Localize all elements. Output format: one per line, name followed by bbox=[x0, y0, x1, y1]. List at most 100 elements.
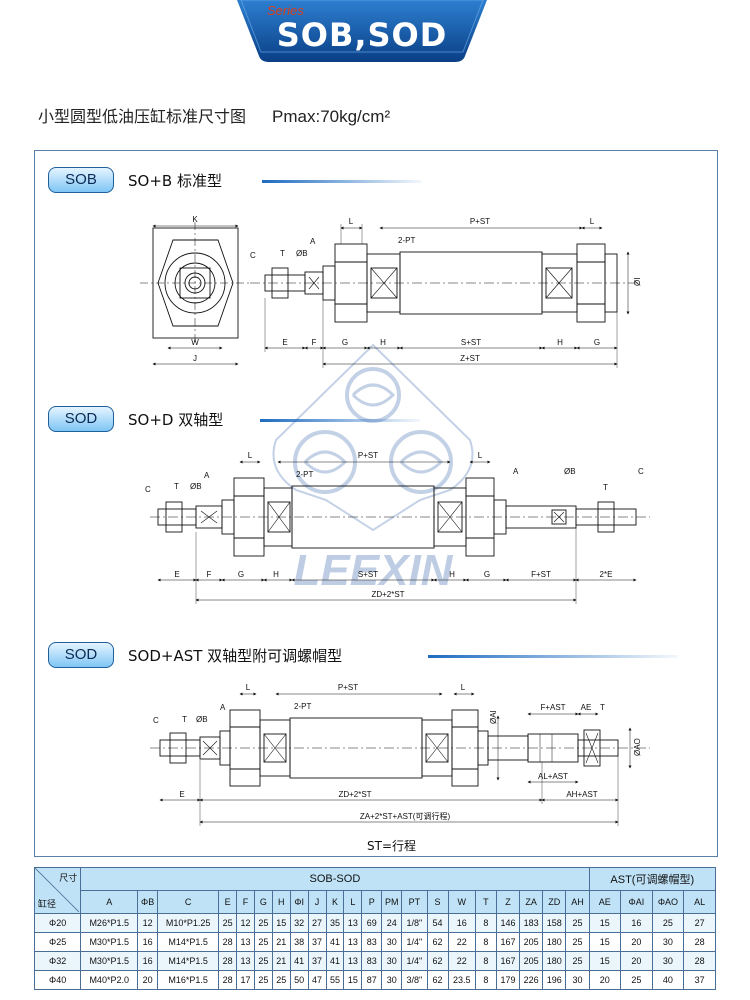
dim-sod-e: E bbox=[174, 570, 179, 579]
table-cell: 38 bbox=[289, 932, 309, 952]
table-cell: 35 bbox=[325, 913, 345, 933]
col-header: AH bbox=[565, 890, 590, 914]
dim-ast-za: ZA+2*ST+AST(可调行程) bbox=[360, 811, 451, 821]
table-cell: 16 bbox=[137, 951, 159, 971]
col-header: PT bbox=[401, 890, 428, 914]
subtitle-text: 小型圆型低油压缸标准尺寸图 bbox=[38, 107, 247, 126]
table-cell: 22 bbox=[447, 932, 476, 952]
table-cell: 15 bbox=[588, 951, 622, 971]
table-cell: 17 bbox=[236, 970, 255, 990]
table-cell: 20 bbox=[588, 970, 622, 990]
table-cell: 22 bbox=[447, 951, 476, 971]
table-cell: 41 bbox=[325, 932, 345, 952]
table-cell: 25 bbox=[253, 913, 273, 933]
col-header: J bbox=[307, 890, 327, 914]
col-header: ZA bbox=[519, 890, 544, 914]
table-cell: 12 bbox=[236, 913, 255, 933]
stroke-note: ST=行程 bbox=[367, 839, 417, 853]
group-main: SOB-SOD bbox=[80, 867, 590, 891]
dim-sob-pt: 2-PT bbox=[398, 236, 415, 245]
table-cell: 25 bbox=[218, 913, 238, 933]
table-cell: 180 bbox=[542, 932, 567, 952]
col-header: ΦI bbox=[289, 890, 309, 914]
table-cell: 32 bbox=[289, 913, 309, 933]
table-cell: 25 bbox=[651, 913, 685, 933]
section-line-ast bbox=[428, 655, 678, 658]
corner-bottom: 缸径 bbox=[38, 899, 57, 909]
table-cell: 13 bbox=[343, 932, 363, 952]
section-badge-sod: SOD bbox=[48, 406, 114, 432]
table-cell: 41 bbox=[325, 951, 345, 971]
table-cell: 13 bbox=[236, 932, 255, 952]
table-cell: 13 bbox=[343, 951, 363, 971]
dim-sob-pst: P+ST bbox=[470, 217, 490, 226]
table-cell: 37 bbox=[307, 951, 327, 971]
dim-sod-g: G bbox=[238, 570, 244, 579]
dim-sob-f: F bbox=[312, 338, 317, 347]
table-cell: 15 bbox=[588, 932, 622, 952]
table-cell: 28 bbox=[218, 932, 238, 952]
table-cell: 25 bbox=[565, 932, 590, 952]
dim-ast-e: E bbox=[179, 790, 184, 799]
table-cell: 8 bbox=[474, 951, 497, 971]
table-cell: 28 bbox=[218, 970, 238, 990]
table-cell: 196 bbox=[542, 970, 567, 990]
series-title: SOB,SOD bbox=[276, 16, 448, 54]
dim-ast-a: A bbox=[220, 703, 226, 712]
col-header: ΦAO bbox=[651, 890, 685, 914]
dim-sod-g2: G bbox=[484, 570, 490, 579]
table-cell: 13 bbox=[343, 913, 363, 933]
col-header: T bbox=[474, 890, 497, 914]
col-header: AE bbox=[588, 890, 622, 914]
dim-sod-sst: S+ST bbox=[358, 570, 378, 579]
corner-diagonal bbox=[35, 868, 79, 912]
table-cell: 226 bbox=[519, 970, 544, 990]
spec-table: 尺寸 缸径 SOB-SOD AST(可调螺帽型) A ΦB C E F G H … bbox=[33, 867, 717, 990]
dim-sob-l2: L bbox=[590, 217, 595, 226]
table-cell: 25 bbox=[253, 970, 273, 990]
dim-sob-ob: ØB bbox=[296, 249, 308, 258]
dim-sob-a: A bbox=[310, 237, 316, 246]
table-cell: M14*P1.5 bbox=[157, 951, 220, 971]
dim-ast-oai: ØAI bbox=[489, 710, 498, 724]
table-cell: M30*P1.5 bbox=[80, 951, 139, 971]
table-cell: 20 bbox=[620, 951, 653, 971]
col-header: F bbox=[236, 890, 255, 914]
table-cell: 62 bbox=[426, 951, 449, 971]
dim-sod-e2: 2*E bbox=[600, 570, 613, 579]
watermark-text: LEEXIN bbox=[294, 546, 454, 595]
table-cell: 1/4" bbox=[401, 951, 428, 971]
table-cell: 30 bbox=[381, 970, 403, 990]
dim-sod-t2: T bbox=[603, 483, 608, 492]
col-header: Z bbox=[495, 890, 521, 914]
dim-ast-fast: F+AST bbox=[540, 703, 565, 712]
table-cell: 21 bbox=[271, 932, 291, 952]
dim-sod-h2: H bbox=[449, 570, 455, 579]
col-header: A bbox=[80, 890, 139, 914]
table-cell: M30*P1.5 bbox=[80, 932, 139, 952]
col-header: H bbox=[271, 890, 291, 914]
table-cell: 205 bbox=[519, 951, 544, 971]
col-header: S bbox=[426, 890, 449, 914]
col-header: ΦAI bbox=[620, 890, 653, 914]
table-cell: M26*P1.5 bbox=[80, 913, 139, 933]
section-badge-sob: SOB bbox=[48, 167, 114, 193]
col-header: P bbox=[361, 890, 383, 914]
table-cell: 8 bbox=[474, 932, 497, 952]
technical-drawings: LEEXIN K W J bbox=[140, 215, 650, 826]
dim-sod-l: L bbox=[248, 451, 253, 460]
banner-shape bbox=[237, 0, 487, 62]
table-cell: 30 bbox=[565, 970, 590, 990]
col-header: AL bbox=[683, 890, 716, 914]
table-cell: 23.5 bbox=[447, 970, 476, 990]
dim-ast-ob: ØB bbox=[196, 715, 208, 724]
table-cell: 37 bbox=[683, 970, 716, 990]
col-header: E bbox=[218, 890, 238, 914]
dim-ast-ahast: AH+AST bbox=[566, 790, 597, 799]
section-label-ast: SOD+AST 双轴型附可调螺帽型 bbox=[128, 647, 343, 665]
table-cell: 16 bbox=[447, 913, 476, 933]
